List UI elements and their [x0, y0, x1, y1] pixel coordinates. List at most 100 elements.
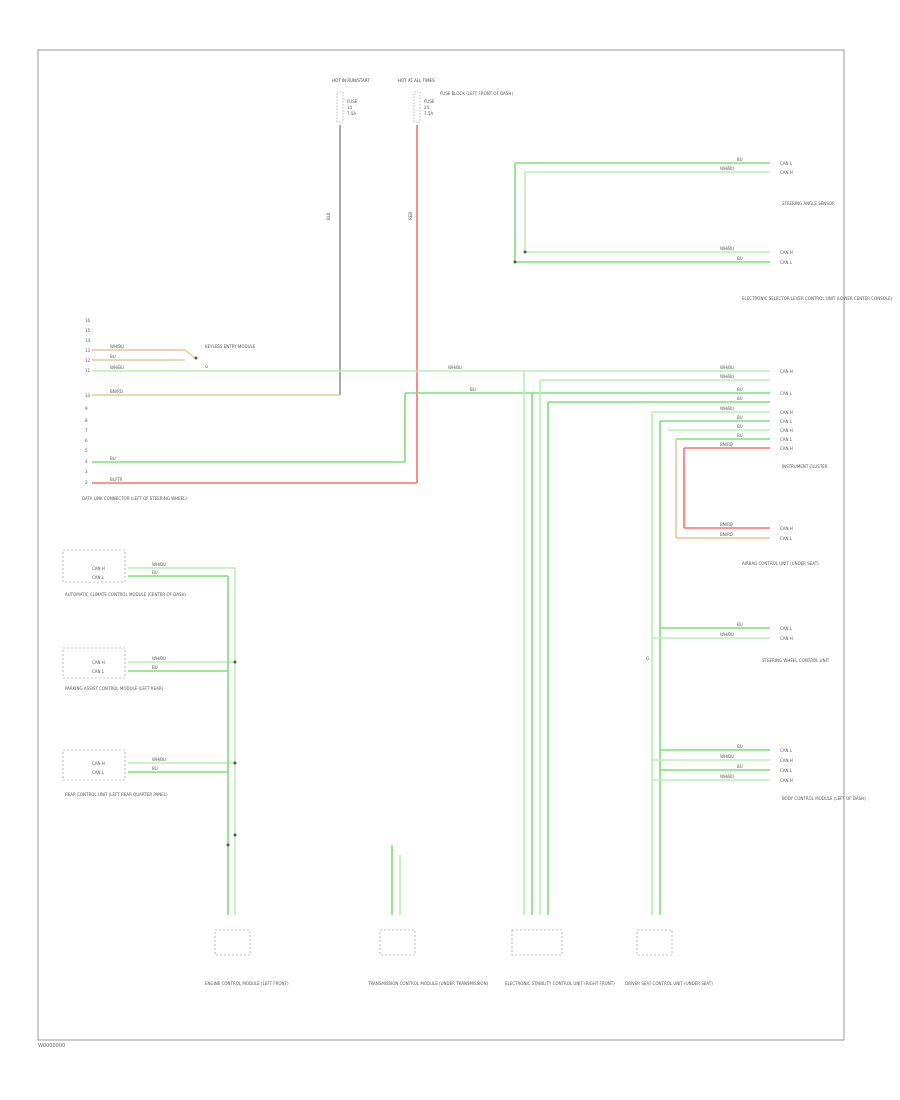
svg-text:4: 4 — [85, 459, 88, 464]
svg-text:BU: BU — [110, 354, 116, 359]
left-modules: AUTOMATIC CLIMATE CONTROL MODULE (CENTER… — [62, 549, 237, 915]
svg-text:BU: BU — [110, 456, 116, 461]
svg-text:AUTOMATIC CLIMATE CONTROL MODU: AUTOMATIC CLIMATE CONTROL MODULE (CENTER… — [65, 592, 186, 597]
svg-text:2: 2 — [85, 480, 88, 485]
svg-text:BU: BU — [152, 766, 158, 771]
svg-text:FUSE BLOCK (LEFT FRONT OF DASH: FUSE BLOCK (LEFT FRONT OF DASH) — [440, 91, 513, 96]
svg-text:BU: BU — [737, 387, 743, 392]
svg-text:CAN H: CAN H — [780, 428, 793, 433]
svg-text:WH/BU: WH/BU — [110, 344, 124, 349]
svg-text:7: 7 — [85, 428, 88, 433]
svg-text:ENGINE CONTROL MODULE (LEFT FR: ENGINE CONTROL MODULE (LEFT FRONT) — [205, 981, 289, 986]
svg-text:G: G — [646, 656, 649, 661]
bottom-modules: ENGINE CONTROL MODULE (LEFT FRONT) TRANS… — [205, 845, 713, 986]
svg-text:BU: BU — [737, 415, 743, 420]
svg-text:BN/RD: BN/RD — [110, 389, 123, 394]
svg-text:STEERING WHEEL CONTROL UNIT: STEERING WHEEL CONTROL UNIT — [762, 658, 830, 663]
svg-text:CAN H: CAN H — [780, 636, 793, 641]
svg-text:CAN L: CAN L — [92, 770, 105, 775]
svg-text:13: 13 — [85, 348, 91, 353]
svg-text:BU: BU — [470, 387, 476, 392]
svg-text:8: 8 — [85, 418, 88, 423]
svg-text:CAN L: CAN L — [92, 669, 105, 674]
svg-text:CAN L: CAN L — [780, 161, 793, 166]
svg-text:6: 6 — [85, 438, 88, 443]
svg-text:BU: BU — [737, 256, 743, 261]
svg-text:BU: BU — [737, 433, 743, 438]
svg-text:BODY CONTROL MODULE (LEFT OF D: BODY CONTROL MODULE (LEFT OF DASH) — [782, 796, 866, 801]
svg-text:BU: BU — [737, 764, 743, 769]
fuse-left — [336, 91, 344, 123]
svg-text:14: 14 — [85, 338, 91, 343]
svg-text:WH/BU: WH/BU — [448, 365, 462, 370]
svg-text:BU: BU — [152, 570, 158, 575]
footer-code: W0000000 — [38, 1043, 66, 1049]
svg-text:CAN H: CAN H — [92, 660, 105, 665]
svg-text:WH/BU: WH/BU — [110, 365, 124, 370]
svg-text:WH/BU: WH/BU — [720, 365, 734, 370]
svg-text:G: G — [205, 364, 208, 369]
svg-text:CAN H: CAN H — [780, 526, 793, 531]
svg-text:24: 24 — [424, 105, 430, 110]
svg-text:PARKING ASSIST CONTROL MODULE: PARKING ASSIST CONTROL MODULE (LEFT REAR… — [65, 686, 164, 691]
svg-text:WH/BU: WH/BU — [720, 632, 734, 637]
svg-text:BN/RD: BN/RD — [720, 522, 733, 527]
svg-text:12: 12 — [85, 358, 91, 363]
svg-text:7.5A: 7.5A — [424, 111, 433, 116]
can-bus-right: WH/BU WH/BU BU BU CAN H CAN L WH/BU BU B… — [515, 365, 866, 915]
svg-text:DATA LINK CONNECTOR (LEFT OF S: DATA LINK CONNECTOR (LEFT OF STEERING WH… — [82, 496, 187, 501]
svg-text:ELECTRONIC STABILITY CONTROL U: ELECTRONIC STABILITY CONTROL UNIT (RIGHT… — [505, 981, 615, 986]
svg-text:KEYLESS ENTRY MODULE: KEYLESS ENTRY MODULE — [205, 344, 256, 349]
svg-text:BU: BU — [737, 622, 743, 627]
svg-text:CAN L: CAN L — [92, 575, 105, 580]
svg-text:CAN H: CAN H — [780, 170, 793, 175]
svg-text:REAR CONTROL UNIT (LEFT REAR Q: REAR CONTROL UNIT (LEFT REAR QUARTER PAN… — [65, 792, 168, 797]
svg-text:WH/BU: WH/BU — [720, 246, 734, 251]
svg-text:3: 3 — [85, 469, 88, 474]
svg-text:WH/BU: WH/BU — [720, 774, 734, 779]
svg-text:CAN L: CAN L — [780, 536, 793, 541]
svg-text:16: 16 — [85, 318, 91, 323]
svg-text:CAN L: CAN L — [780, 626, 793, 631]
svg-text:WH/BU: WH/BU — [152, 656, 166, 661]
svg-text:ELECTRONIC SELECTOR LEVER CONT: ELECTRONIC SELECTOR LEVER CONTROL UNIT (… — [742, 296, 893, 301]
svg-text:INSTRUMENT CLUSTER: INSTRUMENT CLUSTER — [782, 464, 828, 469]
svg-text:BN/RD: BN/RD — [720, 442, 733, 447]
svg-text:BU: BU — [737, 744, 743, 749]
steering-angle-sensor: BU WH/BU CAN L CAN H STEERING ANGLE SENS… — [513, 157, 893, 301]
data-link-connector: 16 15 14 13 12 11 10 9 8 7 6 5 4 3 2 DAT… — [82, 318, 525, 501]
svg-text:BLK: BLK — [326, 212, 331, 220]
svg-text:DRIVER SEAT CONTROL UNIT (UNDE: DRIVER SEAT CONTROL UNIT (UNDER SEAT) — [625, 981, 713, 986]
svg-text:WH/BU: WH/BU — [720, 166, 734, 171]
svg-text:CAN H: CAN H — [780, 446, 793, 451]
svg-text:STEERING ANGLE SENSOR: STEERING ANGLE SENSOR — [782, 201, 835, 206]
svg-text:5: 5 — [85, 448, 88, 453]
svg-text:AIRBAG CONTROL UNIT (UNDER SEA: AIRBAG CONTROL UNIT (UNDER SEAT) — [742, 561, 819, 566]
svg-text:WH/BU: WH/BU — [720, 754, 734, 759]
svg-text:CAN L: CAN L — [780, 748, 793, 753]
svg-text:10: 10 — [85, 393, 91, 398]
svg-text:CAN H: CAN H — [92, 761, 105, 766]
svg-text:CAN L: CAN L — [780, 391, 793, 396]
svg-text:BN/RD: BN/RD — [720, 532, 733, 537]
svg-text:BU/TR: BU/TR — [110, 477, 122, 482]
svg-text:WH/BU: WH/BU — [720, 406, 734, 411]
svg-text:CAN L: CAN L — [780, 768, 793, 773]
svg-text:CAN H: CAN H — [780, 410, 793, 415]
svg-text:RED: RED — [408, 212, 413, 220]
svg-text:CAN L: CAN L — [780, 437, 793, 442]
svg-text:7.5A: 7.5A — [347, 111, 356, 116]
svg-text:BU: BU — [737, 424, 743, 429]
svg-text:CAN H: CAN H — [780, 778, 793, 783]
svg-text:CAN L: CAN L — [780, 260, 793, 265]
label-hot-run-start: HOT IN RUN/START — [332, 78, 370, 83]
svg-text:CAN H: CAN H — [92, 566, 105, 571]
label-hot-at-all-times: HOT AT ALL TIMES — [398, 78, 435, 83]
power-feeds: HOT IN RUN/START HOT AT ALL TIMES FUSE 1… — [326, 78, 513, 483]
svg-text:BU: BU — [737, 157, 743, 162]
svg-text:WH/BU: WH/BU — [152, 757, 166, 762]
svg-text:9: 9 — [85, 406, 88, 411]
svg-text:15: 15 — [85, 328, 91, 333]
svg-text:CAN H: CAN H — [780, 758, 793, 763]
